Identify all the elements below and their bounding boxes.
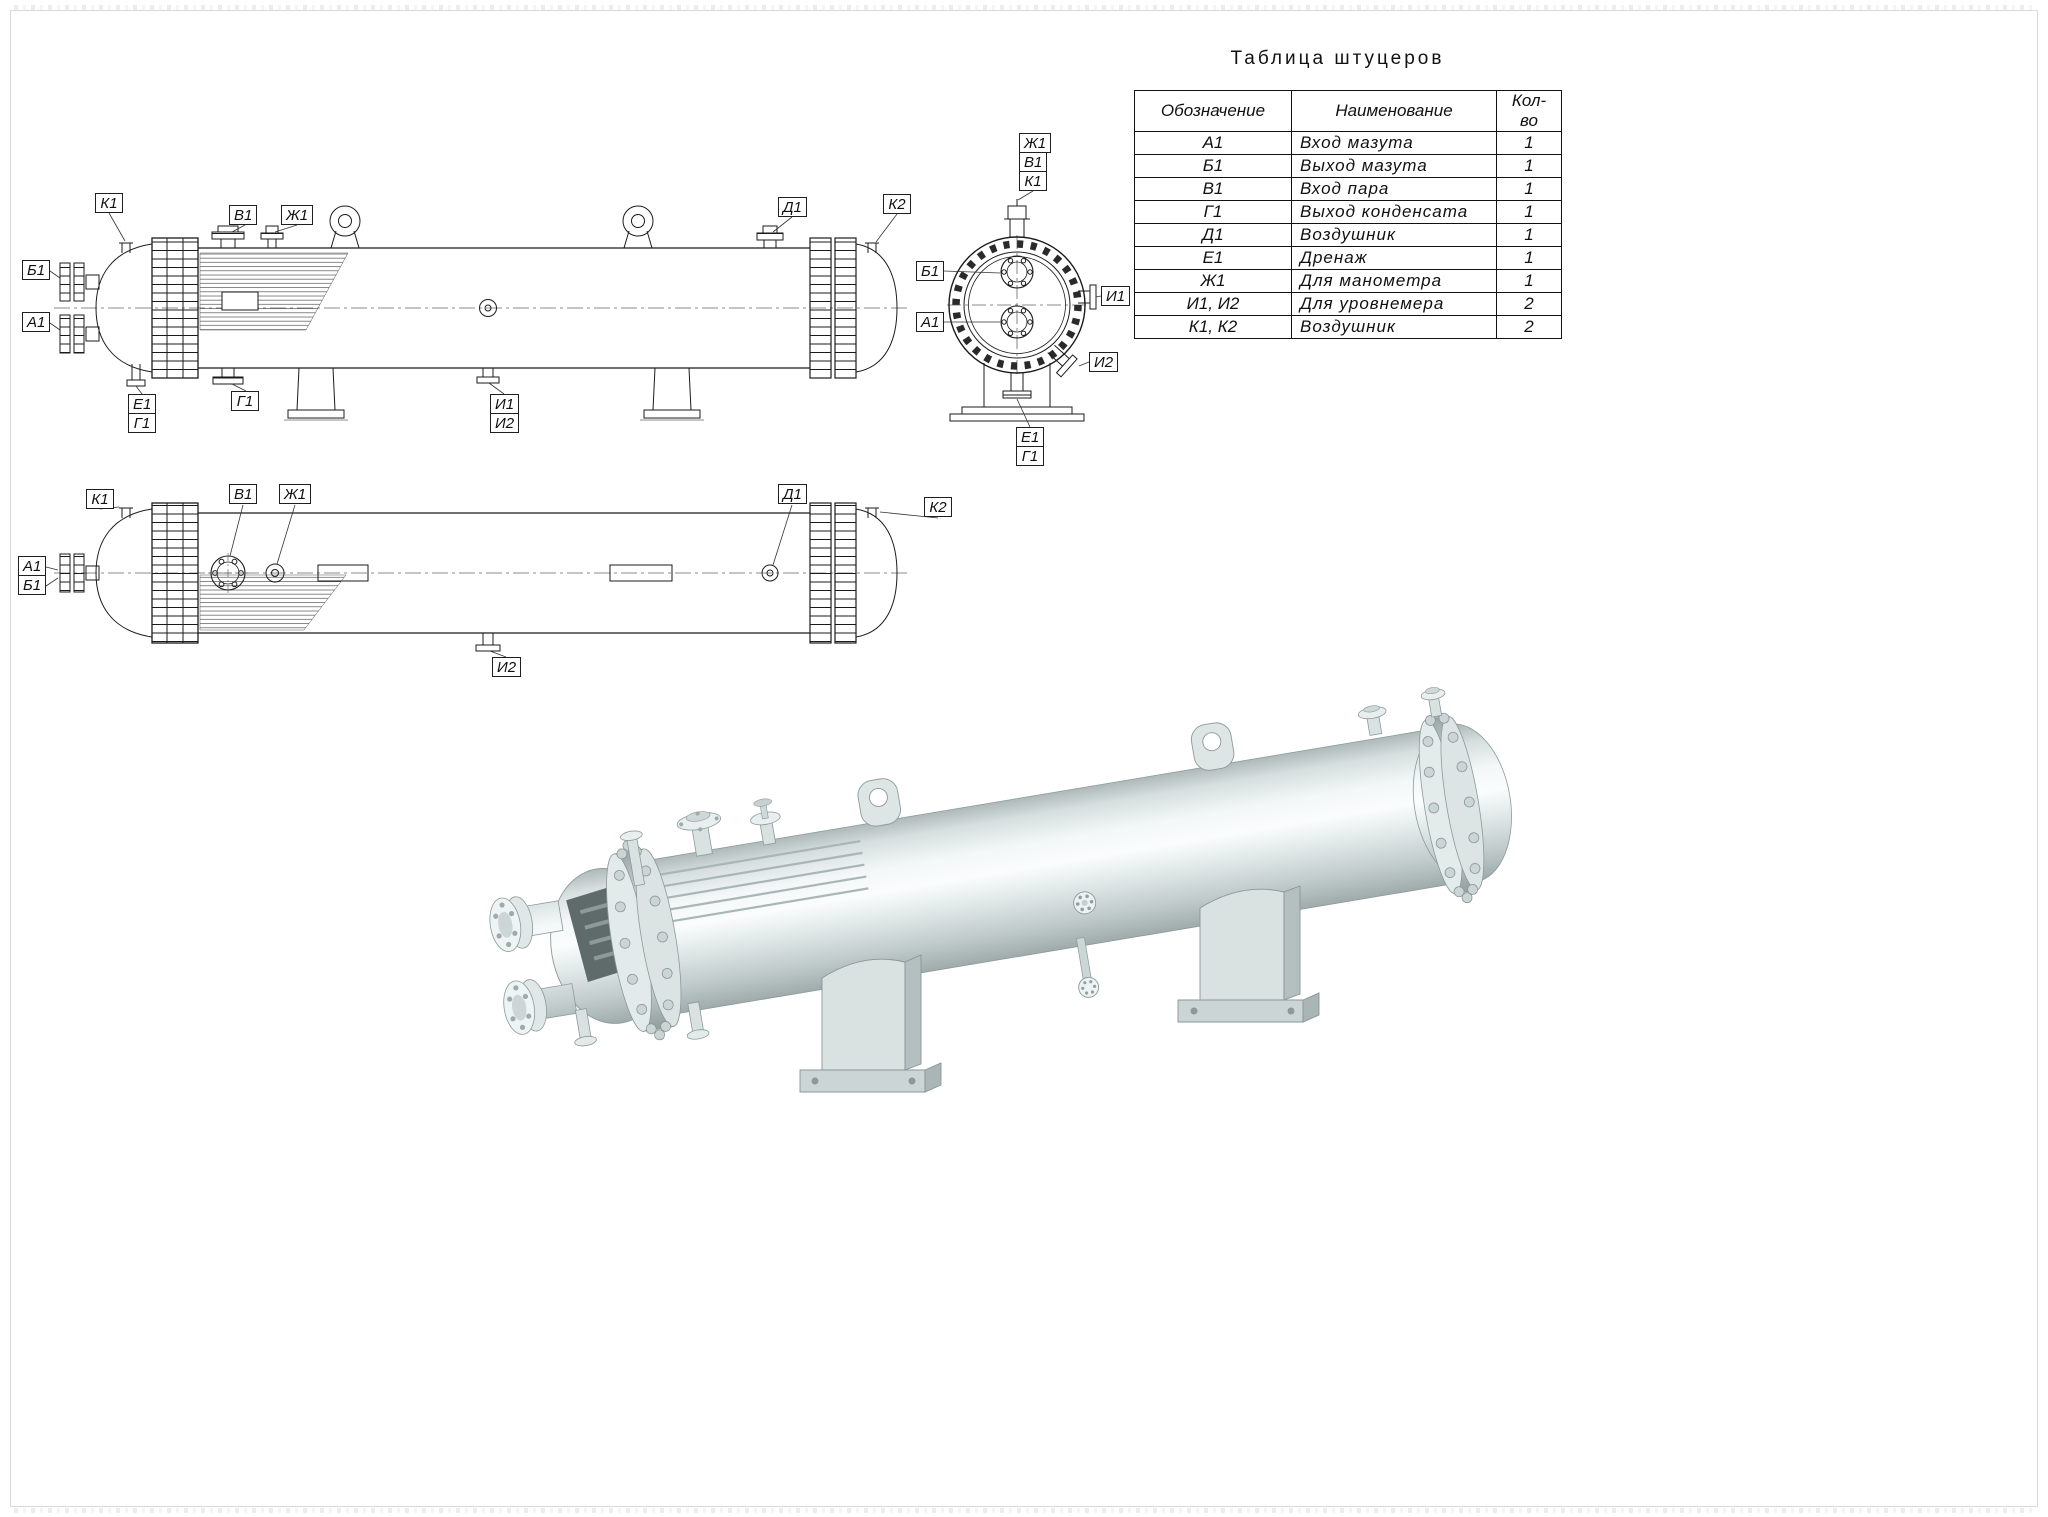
nozzle-label-zh1: Ж1 <box>281 205 314 225</box>
cell-qty: 2 <box>1496 315 1562 339</box>
nozzle-label-k1: К1 <box>1019 171 1047 191</box>
leader-lines-endview <box>943 190 1102 428</box>
table-title: Таблица штуцеров <box>1230 48 1445 69</box>
nozzle-label-k2: К2 <box>924 497 952 517</box>
nozzle-label-i2: И2 <box>492 657 522 677</box>
cell-code: Б1 <box>1134 154 1292 178</box>
leader-lines-view1 <box>49 212 898 395</box>
nozzle-label-a1: А1 <box>18 556 47 576</box>
table-header-row: Обозначение Наименование Кол- во <box>1134 90 1562 132</box>
cell-code: А1 <box>1134 131 1292 155</box>
nozzle-label-e1: Е1 <box>128 394 157 414</box>
cell-code: В1 <box>1134 177 1292 201</box>
cell-code: Д1 <box>1134 223 1292 247</box>
iso-supports <box>799 885 1320 1093</box>
nozzle-label-k1: К1 <box>86 489 114 509</box>
cell-qty: 1 <box>1496 154 1562 178</box>
side-view-1 <box>49 205 910 421</box>
cell-qty: 1 <box>1496 131 1562 155</box>
iso-3d-view <box>489 687 1512 1093</box>
nozzle-label-b1: Б1 <box>18 575 47 595</box>
nozzle-label-zh1: Ж1 <box>279 484 312 504</box>
nozzle-label-i2: И2 <box>1089 352 1119 372</box>
cell-code: Ж1 <box>1134 269 1292 293</box>
cell-code: И1, И2 <box>1134 292 1292 316</box>
cell-name: Выход конденсата <box>1291 200 1497 224</box>
scan-noise-top <box>14 5 2034 10</box>
cell-code: Е1 <box>1134 246 1292 270</box>
nozzle-label-b1: Б1 <box>916 261 945 281</box>
nozzle-label-d1: Д1 <box>778 484 807 504</box>
col-header-designation: Обозначение <box>1134 90 1292 132</box>
nozzle-label-i2: И2 <box>490 413 520 433</box>
cell-qty: 1 <box>1496 269 1562 293</box>
cell-name: Вход мазута <box>1291 131 1497 155</box>
scan-noise-bottom <box>14 1508 2034 1513</box>
end-view <box>943 190 1102 428</box>
nozzle-label-a1: А1 <box>22 312 51 332</box>
nozzle-label-e1: Е1 <box>1016 427 1045 447</box>
cell-name: Для манометра <box>1291 269 1497 293</box>
cell-name: Воздушник <box>1291 315 1497 339</box>
nozzle-label-a1: А1 <box>916 312 945 332</box>
col-header-name: Наименование <box>1291 90 1497 132</box>
cell-name: Вход пара <box>1291 177 1497 201</box>
cell-name: Дренаж <box>1291 246 1497 270</box>
nozzle-label-v1: В1 <box>229 484 258 504</box>
cell-code: К1, К2 <box>1134 315 1292 339</box>
nozzle-label-i1: И1 <box>490 394 520 414</box>
nozzle-label-k1: К1 <box>95 193 123 213</box>
nozzle-label-d1: Д1 <box>778 197 807 217</box>
nozzle-label-g1: Г1 <box>231 391 259 411</box>
nozzle-label-b1: Б1 <box>22 260 51 280</box>
nozzle-label-g1: Г1 <box>1016 446 1044 466</box>
nozzle-label-v1: В1 <box>1019 152 1048 172</box>
cell-code: Г1 <box>1134 200 1292 224</box>
col-header-qty: Кол- во <box>1496 90 1562 132</box>
cell-qty: 1 <box>1496 177 1562 201</box>
nozzle-label-v1: В1 <box>229 205 258 225</box>
cell-qty: 2 <box>1496 292 1562 316</box>
side-view-2 <box>45 502 939 658</box>
cell-qty: 1 <box>1496 246 1562 270</box>
cell-name: Выход мазута <box>1291 154 1497 178</box>
nozzle-label-i1: И1 <box>1101 286 1131 306</box>
cell-name: Для уровнемера <box>1291 292 1497 316</box>
cell-qty: 1 <box>1496 223 1562 247</box>
nozzle-label-zh1: Ж1 <box>1019 133 1052 153</box>
cell-qty: 1 <box>1496 200 1562 224</box>
leader-lines-view2 <box>45 504 939 658</box>
cell-name: Воздушник <box>1291 223 1497 247</box>
nozzle-label-g1: Г1 <box>128 413 156 433</box>
nozzle-label-k2: К2 <box>883 194 911 214</box>
